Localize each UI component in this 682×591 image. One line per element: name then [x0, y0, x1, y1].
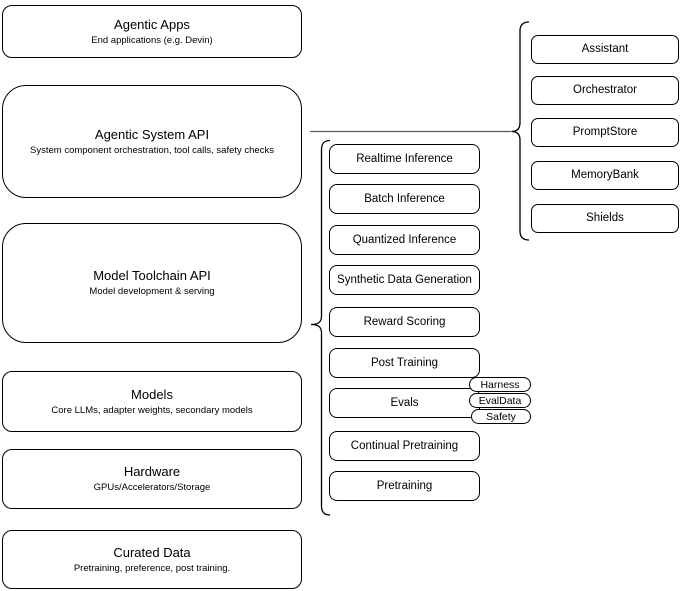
toolchain-item-evals: Evals — [329, 388, 480, 418]
node-models: Models Core LLMs, adapter weights, secon… — [2, 371, 302, 432]
toolchain-item-quantized-inference: Quantized Inference — [329, 225, 480, 255]
toolchain-item-post-training: Post Training — [329, 348, 480, 378]
toolchain-item-reward-scoring: Reward Scoring — [329, 307, 480, 337]
toolchain-brace — [310, 139, 331, 516]
toolchain-item-continual-pretraining: Continual Pretraining — [329, 431, 480, 461]
component-orchestrator: Orchestrator — [531, 76, 679, 105]
component-shields: Shields — [531, 204, 679, 233]
node-title: Agentic Apps — [114, 16, 190, 32]
eval-tag-evaldata: EvalData — [469, 393, 531, 408]
toolchain-item-synthetic-data-generation: Synthetic Data Generation — [329, 265, 480, 295]
eval-tag-safety: Safety — [471, 409, 531, 424]
node-title: Models — [131, 386, 173, 402]
node-subtitle: GPUs/Accelerators/Storage — [93, 482, 211, 493]
component-promptstore: PromptStore — [531, 118, 679, 147]
node-subtitle: System component orchestration, tool cal… — [30, 144, 274, 156]
node-title: Curated Data — [113, 544, 191, 560]
toolchain-item-realtime-inference: Realtime Inference — [329, 144, 480, 174]
toolchain-item-pretraining: Pretraining — [329, 471, 480, 501]
node-subtitle: End applications (e.g. Devin) — [91, 34, 213, 46]
node-model-toolchain-api: Model Toolchain API Model development & … — [2, 223, 302, 343]
node-subtitle: Pretraining, preference, post training. — [73, 562, 231, 574]
node-agentic-apps: Agentic Apps End applications (e.g. Devi… — [2, 5, 302, 58]
node-title: Model Toolchain API — [93, 268, 211, 283]
node-hardware: Hardware GPUs/Accelerators/Storage — [2, 449, 302, 509]
node-subtitle: Model development & serving — [89, 286, 215, 297]
component-assistant: Assistant — [531, 35, 679, 64]
node-title: Agentic System API — [94, 126, 210, 142]
node-subtitle: Core LLMs, adapter weights, secondary mo… — [51, 404, 253, 416]
node-curated-data: Curated Data Pretraining, preference, po… — [2, 530, 302, 589]
node-agentic-system-api: Agentic System API System component orch… — [2, 85, 302, 198]
components-brace — [511, 21, 530, 241]
eval-tag-harness: Harness — [469, 377, 531, 392]
component-memorybank: MemoryBank — [531, 161, 679, 190]
node-title: Hardware — [123, 464, 181, 479]
toolchain-item-batch-inference: Batch Inference — [329, 184, 480, 214]
